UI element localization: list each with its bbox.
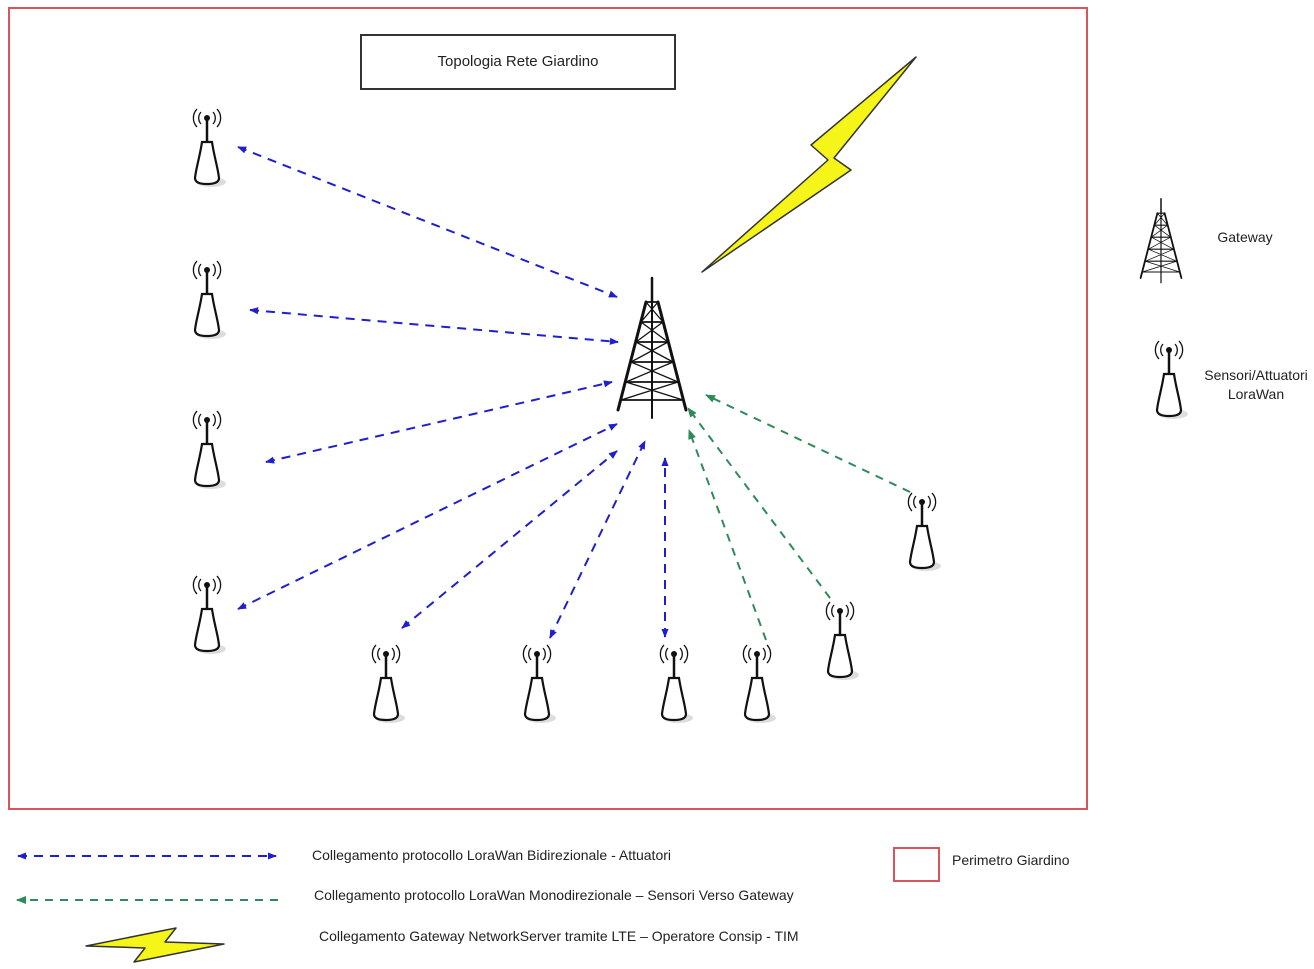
lorawan-sensor-icon (659, 643, 695, 725)
bidirectional-link (549, 440, 646, 639)
lorawan-sensor-icon (371, 643, 407, 725)
legend-perimeter-label: Perimetro Giardino (952, 852, 1070, 868)
diagram-title: Topologia Rete Giardino (438, 53, 599, 70)
lorawan-sensor-icon (907, 491, 943, 573)
legend-lte-label: Collegamento Gateway NetworkServer trami… (319, 928, 799, 944)
lorawan-sensor-icon (192, 107, 228, 189)
bidirectional-link (249, 307, 619, 345)
lightning-bolt-icon (701, 56, 917, 273)
lorawan-sensor-icon (522, 643, 558, 725)
legend-monodirectional-label: Collegamento protocollo LoraWan Monodire… (314, 887, 794, 903)
lorawan-sensor-icon (192, 259, 228, 341)
legend-gateway-label: Gateway (1217, 229, 1272, 245)
bidirectional-link (401, 450, 618, 629)
lorawan-sensor-icon (192, 409, 228, 491)
legend-perimeter-swatch (893, 847, 940, 882)
bidirectional-link (265, 380, 613, 464)
bidirectional-link (237, 423, 618, 610)
monodirectional-link (688, 429, 767, 641)
title-box: Topologia Rete Giardino (360, 34, 676, 90)
garden-perimeter (8, 7, 1088, 810)
legend-bidirectional-label: Collegamento protocollo LoraWan Bidirezi… (312, 847, 671, 863)
legend-sensor-label-2: LoraWan (1228, 386, 1284, 402)
legend-sensor-label: Sensori/Attuatori (1204, 367, 1308, 383)
bidirectional-link (237, 146, 618, 298)
gateway-tower-icon (1139, 197, 1183, 284)
legend-bottom: Collegamento protocollo LoraWan Bidirezi… (16, 847, 1070, 963)
lorawan-sensor-icon (825, 600, 861, 682)
lorawan-sensor-icon (742, 643, 778, 725)
lightning-bolt-icon (85, 927, 225, 963)
lorawan-sensor-icon (192, 574, 228, 656)
monodirectional-link (687, 407, 831, 599)
bidirectional-links (237, 146, 669, 639)
monodirectional-link (705, 394, 911, 493)
sensors (192, 107, 943, 725)
legend-right: Gateway Sensori/Attuatori LoraWan (1139, 197, 1308, 421)
gateway-tower-icon (616, 276, 688, 420)
monodirectional-links (687, 394, 911, 641)
lorawan-sensor-icon (1154, 339, 1190, 421)
